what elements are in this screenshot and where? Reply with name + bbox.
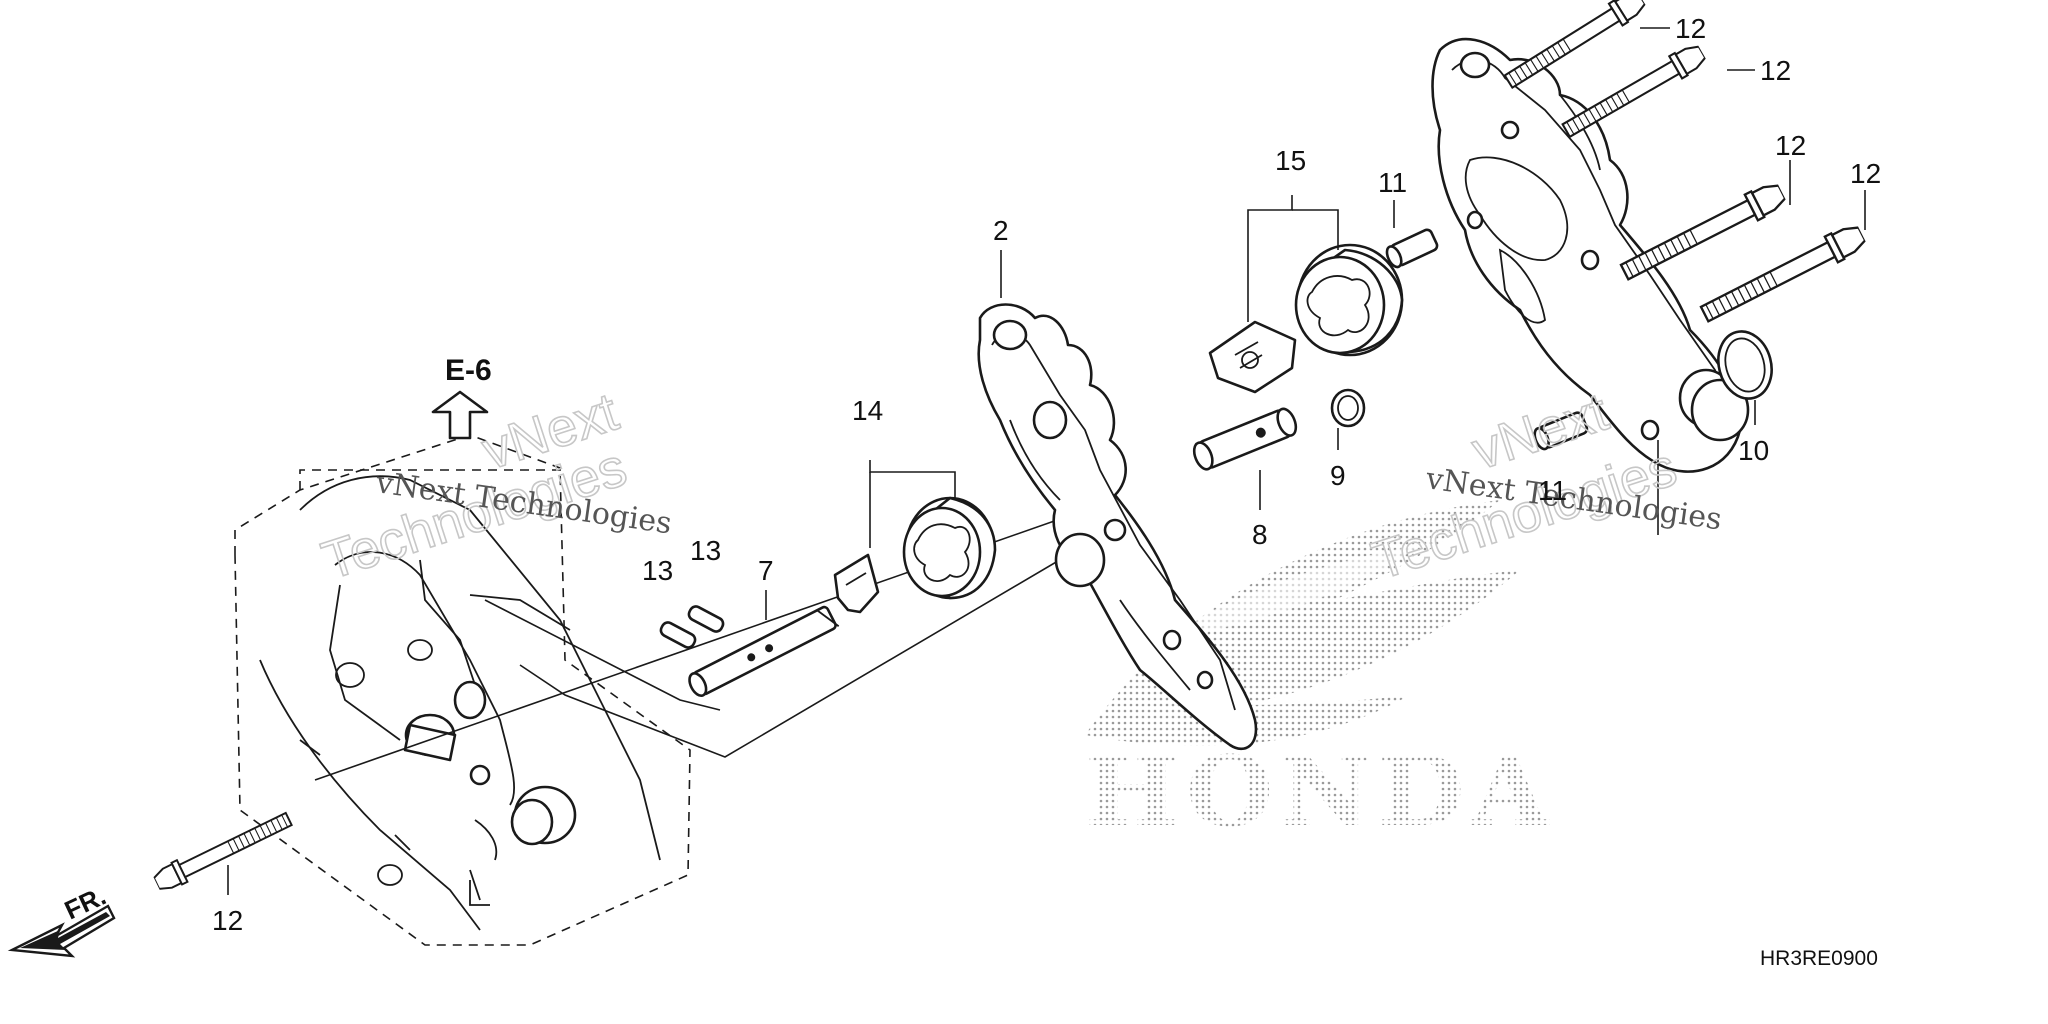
callout-13-right: 13 bbox=[690, 535, 721, 566]
diagram-code: HR3RE0900 bbox=[1760, 947, 1878, 970]
pump-cover bbox=[1431, 37, 1750, 473]
dowel-pin-13a bbox=[659, 621, 697, 649]
assembly-guide-line bbox=[484, 599, 721, 711]
callout-12-lower-left: 12 bbox=[212, 905, 243, 936]
reference-label: E-6 bbox=[445, 354, 492, 387]
crankcase-boundary-upper bbox=[299, 469, 565, 490]
pump-shaft-8 bbox=[1192, 407, 1298, 471]
assembly-guide-line-lower bbox=[519, 547, 1081, 758]
front-direction-arrow: FR. bbox=[7, 881, 116, 958]
callout-14: 14 bbox=[852, 395, 883, 426]
crankcase-boundary bbox=[234, 434, 691, 946]
callout-2: 2 bbox=[993, 215, 1009, 246]
callout-12-top-2: 12 bbox=[1760, 55, 1791, 86]
flange-bolt-12-mid bbox=[1616, 177, 1790, 287]
pump-shaft-7 bbox=[688, 605, 840, 697]
rotor-set-14 bbox=[833, 496, 997, 614]
callout-8: 8 bbox=[1252, 519, 1268, 550]
callout-numbers: 2 7 8 9 10 11 11 12 12 12 12 12 13 13 14… bbox=[212, 13, 1881, 936]
callout-15: 15 bbox=[1275, 145, 1306, 176]
callout-7: 7 bbox=[758, 555, 774, 586]
callout-11-upper: 11 bbox=[1378, 167, 1407, 198]
flange-bolt-12-top-2 bbox=[1558, 40, 1710, 143]
rotor-set-15 bbox=[1208, 243, 1404, 394]
callout-12-top-1: 12 bbox=[1675, 13, 1706, 44]
flange-bolt-12-lower-left bbox=[150, 807, 295, 896]
collar-11-upper bbox=[1385, 228, 1439, 269]
callout-13-left: 13 bbox=[642, 555, 673, 586]
callout-12-right: 12 bbox=[1850, 158, 1881, 189]
callout-11-lower: 11 bbox=[1538, 475, 1567, 506]
callout-leaders bbox=[227, 27, 1866, 895]
flange-bolt-12-right bbox=[1696, 219, 1870, 329]
flange-bolt-12-top-1 bbox=[1500, 0, 1650, 94]
callout-12-mid: 12 bbox=[1775, 130, 1806, 161]
callout-9: 9 bbox=[1330, 460, 1346, 491]
callout-10: 10 bbox=[1738, 435, 1769, 466]
washer-9 bbox=[1330, 388, 1366, 428]
honda-logo-text: HONDA bbox=[1085, 735, 1555, 848]
collar-11-lower bbox=[1533, 411, 1589, 451]
crankcase bbox=[259, 475, 661, 931]
reference-arrow[interactable]: E-6 bbox=[431, 354, 492, 440]
dowel-pin-13b bbox=[687, 605, 725, 633]
pump-body-2 bbox=[977, 303, 1258, 751]
